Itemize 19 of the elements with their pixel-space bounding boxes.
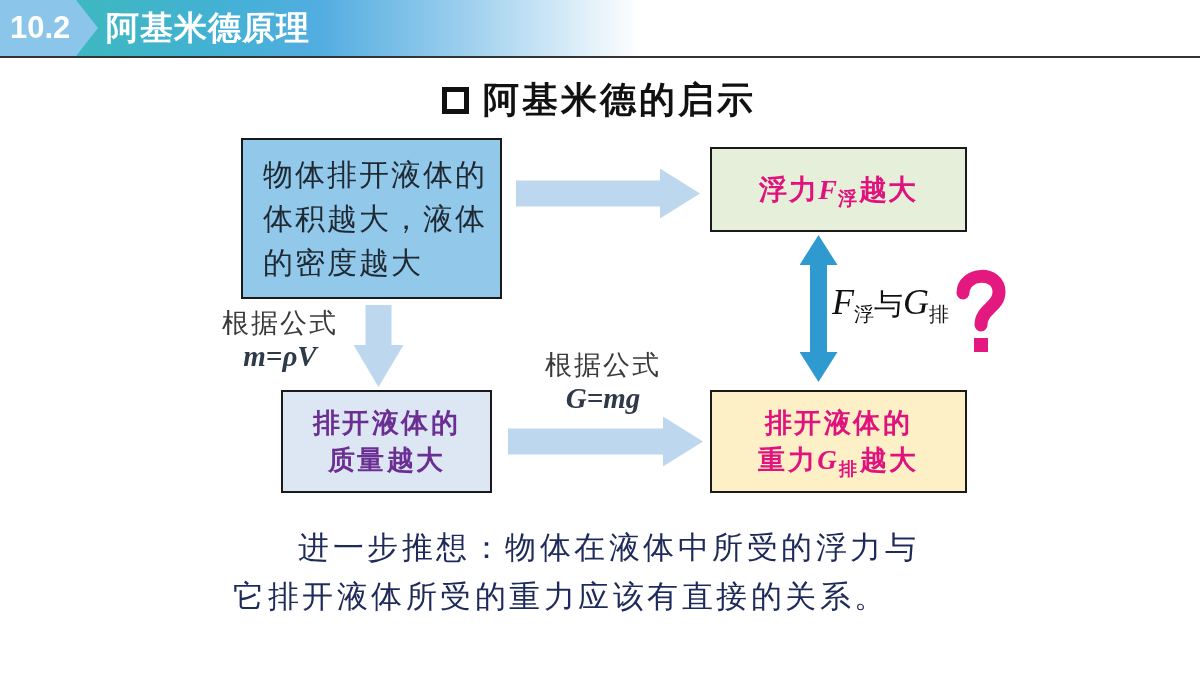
slide-heading: 阿基米德原理 bbox=[106, 8, 310, 48]
arrow bbox=[508, 416, 703, 467]
section-number: 10.2 bbox=[10, 9, 71, 47]
arrow bbox=[353, 305, 404, 387]
statement-text: 浮力F$_{浮}$越大 bbox=[758, 172, 919, 208]
caption: 进一步推想：物体在液体中所受的浮力与它排开液体所受的重力应该有直接的关系。 bbox=[233, 529, 920, 616]
statement-text: 物体排开液体的体积越大，液体的密度越大 bbox=[263, 156, 488, 281]
edge-label: 根据公式 m=ρV bbox=[221, 307, 339, 372]
double-arrow bbox=[799, 235, 838, 382]
statement-box bbox=[710, 147, 967, 232]
statement-text: 排开液体的重力G$_{排}$越大 bbox=[757, 406, 920, 479]
arrow bbox=[516, 168, 700, 219]
statement-box bbox=[241, 138, 502, 299]
statement-box bbox=[710, 390, 967, 493]
edge-label: F$_{浮}$与G$_{排}$ bbox=[832, 282, 949, 324]
statement-text: 排开液体的质量越大 bbox=[311, 406, 462, 477]
statement-box bbox=[281, 390, 492, 493]
edge-label: 根据公式 G=mg bbox=[544, 349, 662, 414]
title: 阿基米德的启示 bbox=[483, 78, 756, 122]
